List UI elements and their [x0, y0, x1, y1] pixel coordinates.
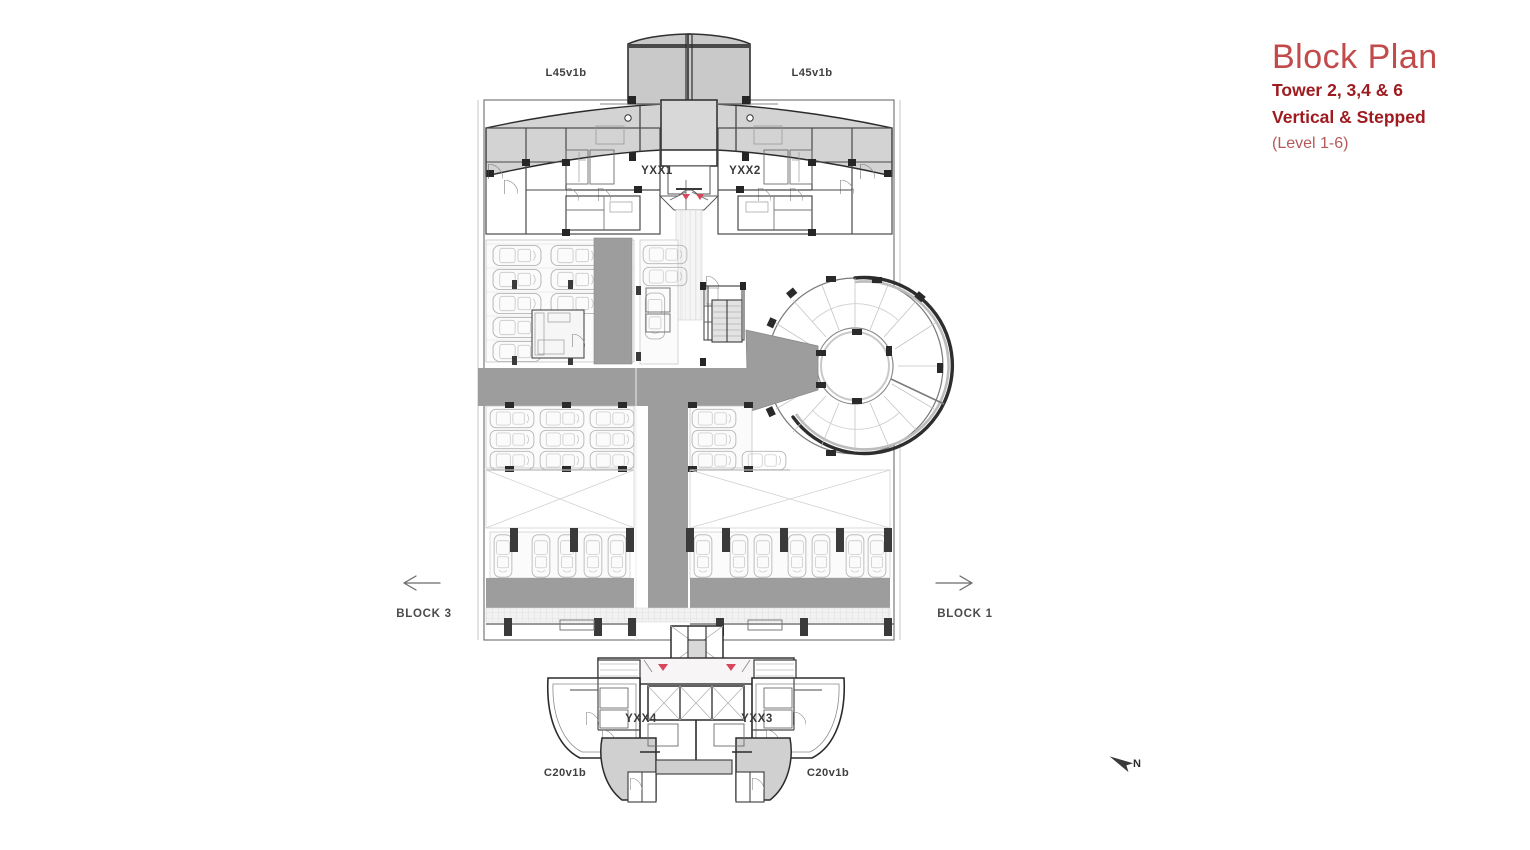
parking-bank-mid-left: [485, 402, 635, 472]
title-subtitle-configuration: Vertical & Stepped: [1272, 107, 1426, 128]
label-top-left-type: L45v1b: [546, 67, 587, 79]
unit-yxx4: [546, 677, 657, 803]
title-level-note: (Level 1-6): [1272, 135, 1349, 153]
parking-bank-lower-right: [686, 528, 892, 608]
label-bottom-right-type: C20v1b: [807, 767, 849, 779]
label-unit-yxx4: YXX4: [625, 713, 657, 725]
parking-bank-lower-left: [486, 528, 634, 608]
unit-yxx3: [735, 677, 846, 803]
red-marker-group: [682, 194, 704, 200]
mid-driveway: [478, 368, 756, 640]
title-subtitle-towers: Tower 2, 3,4 & 6: [1272, 80, 1403, 101]
plan-geometry: L45v1b L45v1b YXX1 YXX2 YXX4 YXX3 C20v1b…: [396, 33, 1141, 803]
red-marker-group-south: [658, 664, 736, 671]
south-tower: [546, 625, 846, 803]
right-arrow-icon: [935, 575, 973, 591]
spiral-car-ramp: [745, 275, 955, 456]
void-zones: [485, 469, 891, 529]
block-marker-west: BLOCK 3: [396, 575, 451, 620]
label-bottom-left-type: C20v1b: [544, 767, 586, 779]
service-rooms-upper: [700, 276, 746, 366]
title-block: Block Plan Tower 2, 3,4 & 6 Vertical & S…: [1272, 38, 1512, 156]
plan-labels: L45v1b L45v1b YXX1 YXX2 YXX4 YXX3 C20v1b…: [544, 67, 849, 779]
label-unit-yxx2: YXX2: [729, 165, 761, 177]
unit-yxx1: [485, 125, 661, 236]
left-arrow-icon: [403, 575, 441, 591]
north-arrow-icon: N: [1109, 756, 1141, 773]
label-block-3: BLOCK 3: [396, 608, 451, 620]
north-tower: [485, 33, 893, 321]
unit-yxx2: [717, 125, 893, 236]
label-unit-yxx1: YXX1: [641, 165, 673, 177]
label-top-right-type: L45v1b: [792, 67, 833, 79]
page-title: Block Plan: [1272, 38, 1438, 76]
podium-bottom-wall: [486, 618, 894, 636]
north-arrow-letter: N: [1133, 758, 1141, 770]
upper-parking-deck: [485, 237, 746, 366]
block-marker-east: BLOCK 1: [935, 575, 992, 620]
label-block-1: BLOCK 1: [937, 608, 992, 620]
label-unit-yxx3: YXX3: [741, 713, 773, 725]
